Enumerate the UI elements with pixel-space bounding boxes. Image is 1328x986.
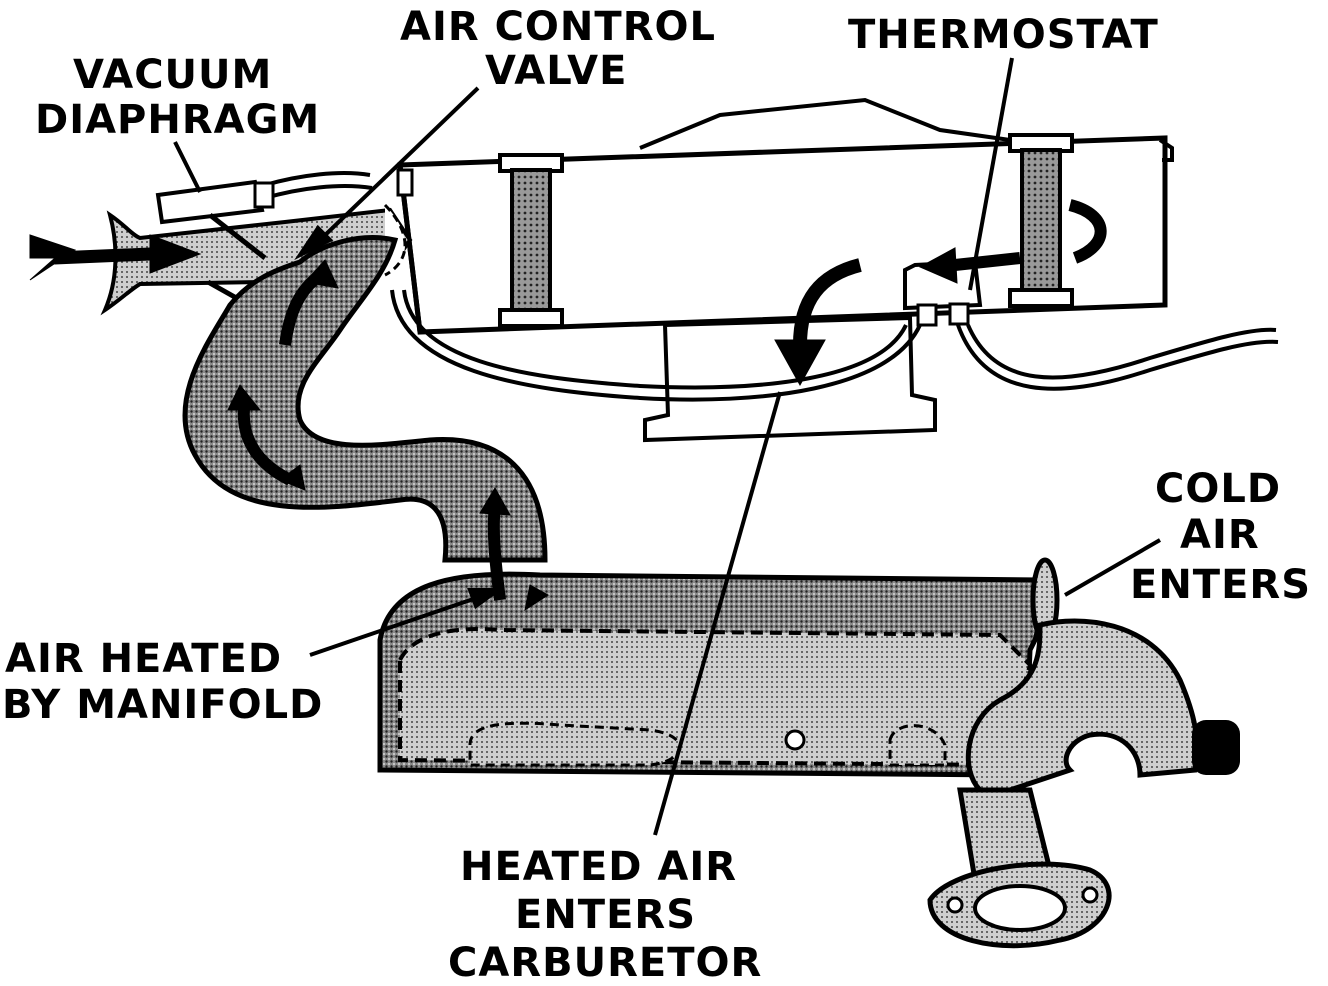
label-vacuum-diaphragm-line1: VACUUM [73,52,272,98]
leader-lines [173,57,1162,836]
label-vacuum-diaphragm-line2: DIAPHRAGM [35,97,320,143]
label-heated-air-line2: ENTERS [515,892,696,938]
label-air-heated-line1: AIR HEATED [5,636,282,682]
label-thermostat-line1: THERMOSTAT [848,12,1159,58]
label-cold-air-line1: COLD [1155,466,1281,512]
label-air-heated-line2: BY MANIFOLD [2,682,323,728]
label-cold-air-line2: AIR [1180,512,1260,558]
intake-arrow [29,234,77,281]
manifold-outlet-pipe [927,618,1240,949]
label-heated-air-line3: CARBURETOR [448,940,762,986]
label-air-heated-by-manifold: AIR HEATED BY MANIFOLD [2,636,323,728]
duct-arrow-3-head [479,487,511,516]
leader-air-heated-tip [467,588,505,610]
thermostat-arrow-head [918,247,958,284]
filter-element-right [1008,133,1074,308]
thermostat-arrow [954,252,1021,271]
label-air-control-valve: AIR CONTROL VALVE [400,4,716,94]
intake-arrow-head [149,234,202,274]
thermostat-sensor [903,259,983,327]
leader-air-heated [309,593,486,657]
leader-air-control-valve-tip [294,224,334,261]
label-heated-air-enters-carburetor: HEATED AIR ENTERS CARBURETOR [448,844,762,986]
leader-thermostat [968,57,1014,291]
leader-cold-air [1063,538,1162,597]
airflow-arrows [29,199,1107,612]
label-heated-air-line1: HEATED AIR [460,844,737,890]
carburetor-arrow-head [774,339,826,387]
exhaust-manifold [377,557,1060,778]
label-air-control-valve-line1: AIR CONTROL [400,4,716,50]
vacuum-diaphragm-unit [155,179,275,303]
leader-heated-air-enters [653,391,782,836]
duct-arrow-2-tail [278,464,306,491]
label-vacuum-diaphragm: VACUUM DIAPHRAGM [35,52,320,143]
label-cold-air-line3: ENTERS [1130,562,1311,608]
duct-arrow-3-tail [524,584,549,612]
recirc-arrow [1068,199,1107,264]
heat-stove-duct [182,235,548,563]
filter-element-left [498,153,564,328]
leader-air-control-valve [318,86,480,242]
label-air-control-valve-line2: VALVE [485,48,627,94]
duct-arrow-1-head [304,259,339,289]
carburetor-arrow [793,258,862,346]
label-cold-air-enters: COLD AIR ENTERS [1130,466,1311,608]
label-thermostat: THERMOSTAT [848,12,1159,58]
leader-vacuum-diaphragm [173,141,202,193]
vacuum-hoses [264,171,1279,402]
duct-arrow-2-head [227,384,262,411]
duct-arrow-3 [487,504,506,601]
